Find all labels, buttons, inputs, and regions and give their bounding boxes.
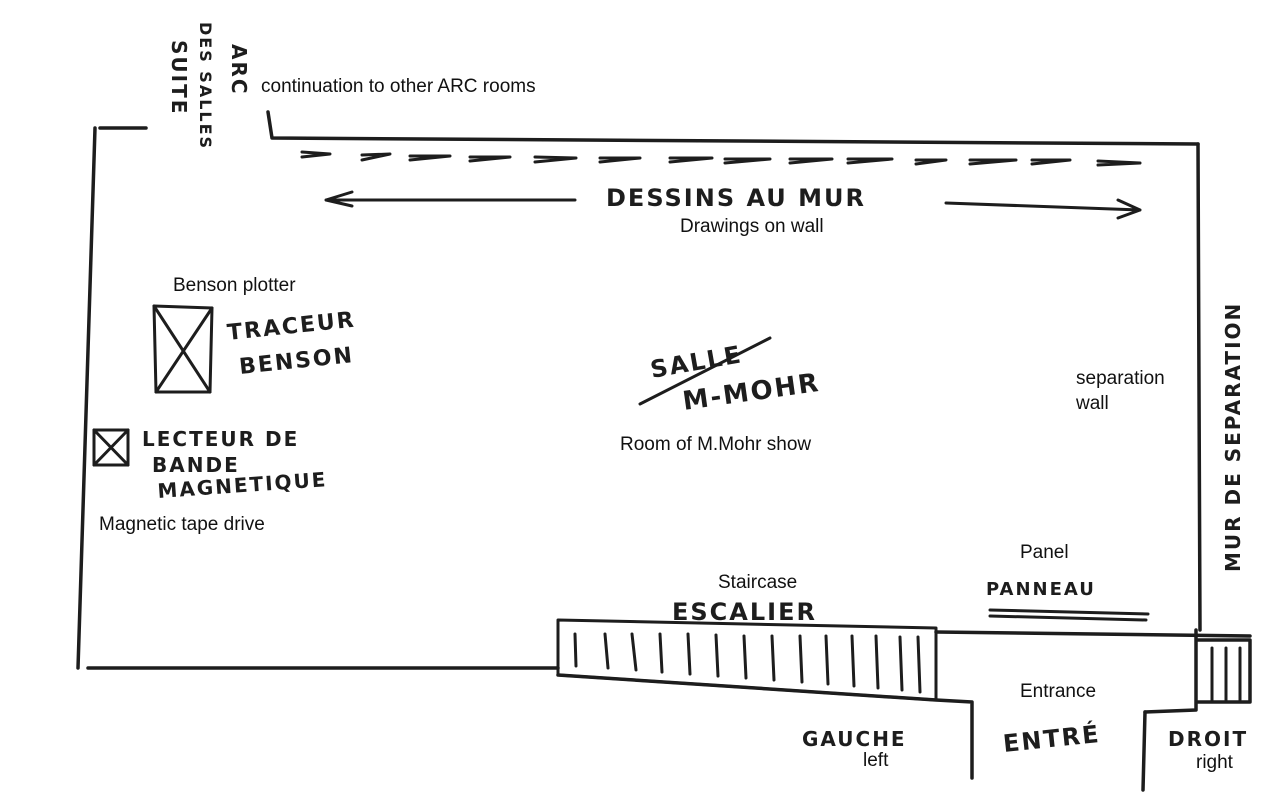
- benson-label: Benson plotter: [173, 275, 296, 296]
- droit-text: DROIT: [1168, 727, 1248, 751]
- panneau-text: PANNEAU: [986, 579, 1096, 600]
- entrance-label: Entrance: [1020, 681, 1096, 702]
- right-stair-lines: [1210, 646, 1242, 702]
- salle-strike: [638, 336, 772, 406]
- arrow-left-icon: [324, 190, 577, 208]
- right-wall: [1196, 142, 1202, 632]
- svg-text:ARC: ARC: [227, 44, 251, 96]
- left-label: left: [863, 750, 889, 771]
- svg-text:DES SALLES: DES SALLES: [196, 22, 215, 150]
- wall-drawings: [300, 150, 1142, 167]
- inner-wall-panel: [934, 630, 1252, 638]
- staircase-icon: [556, 618, 938, 702]
- panel-label: Panel: [1020, 542, 1069, 563]
- tape-drive-icon: [92, 428, 130, 467]
- svg-text:MUR DE SEPARATION: MUR DE SEPARATION: [1221, 302, 1245, 572]
- traceur-text: TRACEUR: [226, 308, 357, 346]
- mohr-text: M-MOHR: [681, 368, 822, 417]
- gauche-text: GAUCHE: [802, 727, 907, 751]
- right-label: right: [1196, 752, 1234, 773]
- tape-label: Magnetic tape drive: [99, 514, 265, 535]
- benson-plotter-icon: [152, 304, 214, 394]
- drawings-label: Drawings on wall: [680, 216, 824, 237]
- entrance-right-post: [1143, 628, 1198, 714]
- suite-text: SUITE: [167, 40, 191, 115]
- right-stair-box: [1196, 638, 1252, 704]
- entrance-right-jamb: [1141, 710, 1147, 792]
- room-label: Room of M.Mohr show: [620, 434, 811, 455]
- wall-arrows: [324, 190, 1142, 220]
- svg-text:SUITE: SUITE: [167, 40, 191, 115]
- panel-icon: [988, 608, 1150, 622]
- left-wall: [76, 126, 97, 670]
- arrow-right-icon: [944, 198, 1142, 220]
- staircase-label: Staircase: [718, 572, 797, 593]
- mur-separation-text: MUR DE SEPARATION: [1221, 302, 1245, 572]
- lower-wall: [556, 673, 974, 780]
- escalier-text: ESCALIER: [672, 598, 817, 626]
- entre-text: ENTRÉ: [1002, 719, 1102, 758]
- wall-label: wall: [1075, 393, 1109, 414]
- des-salles-text: DES SALLES: [196, 22, 215, 150]
- dessins-text: DESSINS AU MUR: [606, 184, 866, 212]
- continuation-label: continuation to other ARC rooms: [261, 76, 536, 97]
- lecteur-text: LECTEUR DE: [142, 427, 299, 451]
- separation-label: separation: [1076, 368, 1165, 389]
- top-wall-right: [266, 110, 1200, 146]
- salle-text: SALLE: [648, 340, 744, 384]
- benson-text: BENSON: [238, 343, 355, 380]
- bande-text: BANDE: [152, 453, 240, 477]
- arc-text: ARC: [227, 44, 251, 96]
